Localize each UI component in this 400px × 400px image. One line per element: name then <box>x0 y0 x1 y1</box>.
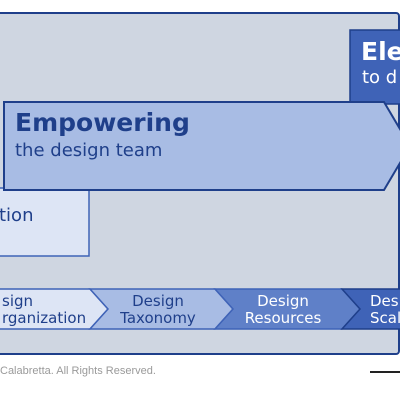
chevron-organization-line1: sign <box>2 292 34 310</box>
stage-elevating-subtitle: to d <box>362 67 398 88</box>
stage-empowering-title: Empowering <box>15 108 190 137</box>
chevron-scale-line1: Desi <box>370 293 400 310</box>
stage-box-organization <box>0 187 90 257</box>
footer-divider <box>370 371 400 373</box>
stage-box-elevating <box>349 29 400 105</box>
chevron-resources-label: Design Resources <box>226 293 340 327</box>
chevron-scale-label: Desi Scal <box>370 293 400 327</box>
stage-elevating-title: Elev <box>361 37 400 66</box>
chevron-resources-line1: Design <box>257 292 309 310</box>
stage-arrow-empowering <box>3 101 400 191</box>
chevron-taxonomy-label: Design Taxonomy <box>102 293 214 327</box>
chevron-taxonomy-line2: Taxonomy <box>120 309 196 327</box>
chevron-scale-line2: Scal <box>370 309 400 327</box>
stage-empowering-subtitle: the design team <box>15 140 163 161</box>
chevron-organization-line2: rganization <box>2 309 87 327</box>
chevron-organization-label: sign rganization <box>0 293 102 327</box>
chevron-taxonomy-line1: Design <box>132 292 184 310</box>
chevron-scale <box>340 288 400 330</box>
stage-organization-label: tion <box>0 205 34 226</box>
copyright-text: Calabretta. All Rights Reserved. <box>0 365 156 377</box>
chevron-resources-line2: Resources <box>244 309 322 327</box>
